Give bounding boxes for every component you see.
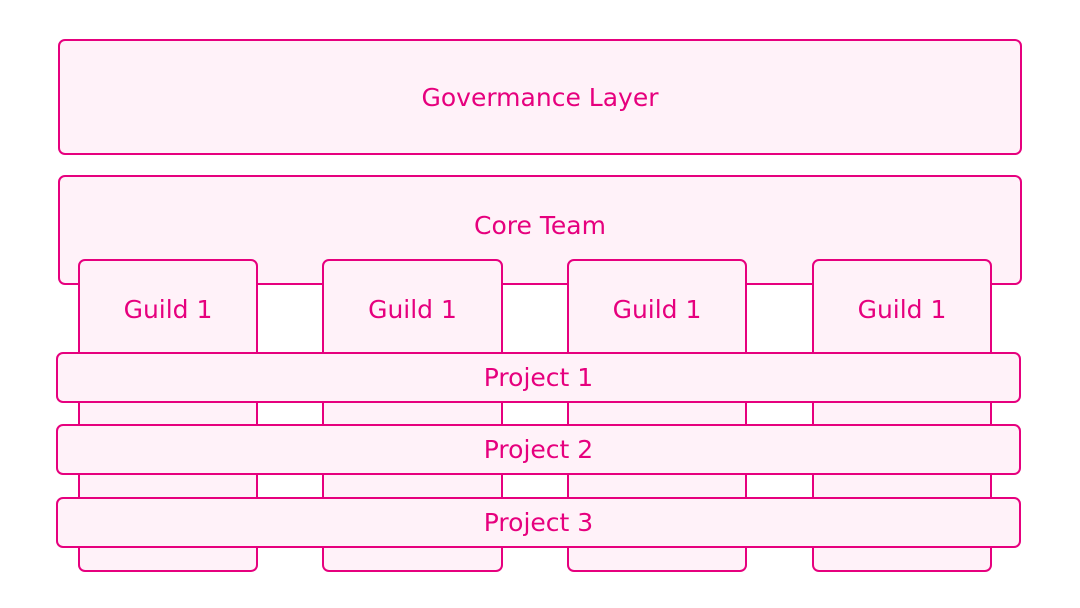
guild-label-4: Guild 1 (857, 295, 947, 324)
project-bar-3: Project 3 (56, 497, 1021, 548)
guild-label-1: Guild 1 (123, 295, 213, 324)
governance-layer-box: Govermance Layer (58, 39, 1022, 155)
guild-label-3: Guild 1 (612, 295, 702, 324)
project-label-1: Project 1 (483, 362, 594, 392)
core-team-label: Core Team (474, 211, 606, 240)
governance-layer-label: Govermance Layer (421, 82, 659, 112)
project-label-3: Project 3 (483, 507, 594, 537)
project-bar-1: Project 1 (56, 352, 1021, 403)
project-bar-2: Project 2 (56, 424, 1021, 475)
project-label-2: Project 2 (483, 434, 594, 464)
guild-label-2: Guild 1 (368, 295, 457, 324)
